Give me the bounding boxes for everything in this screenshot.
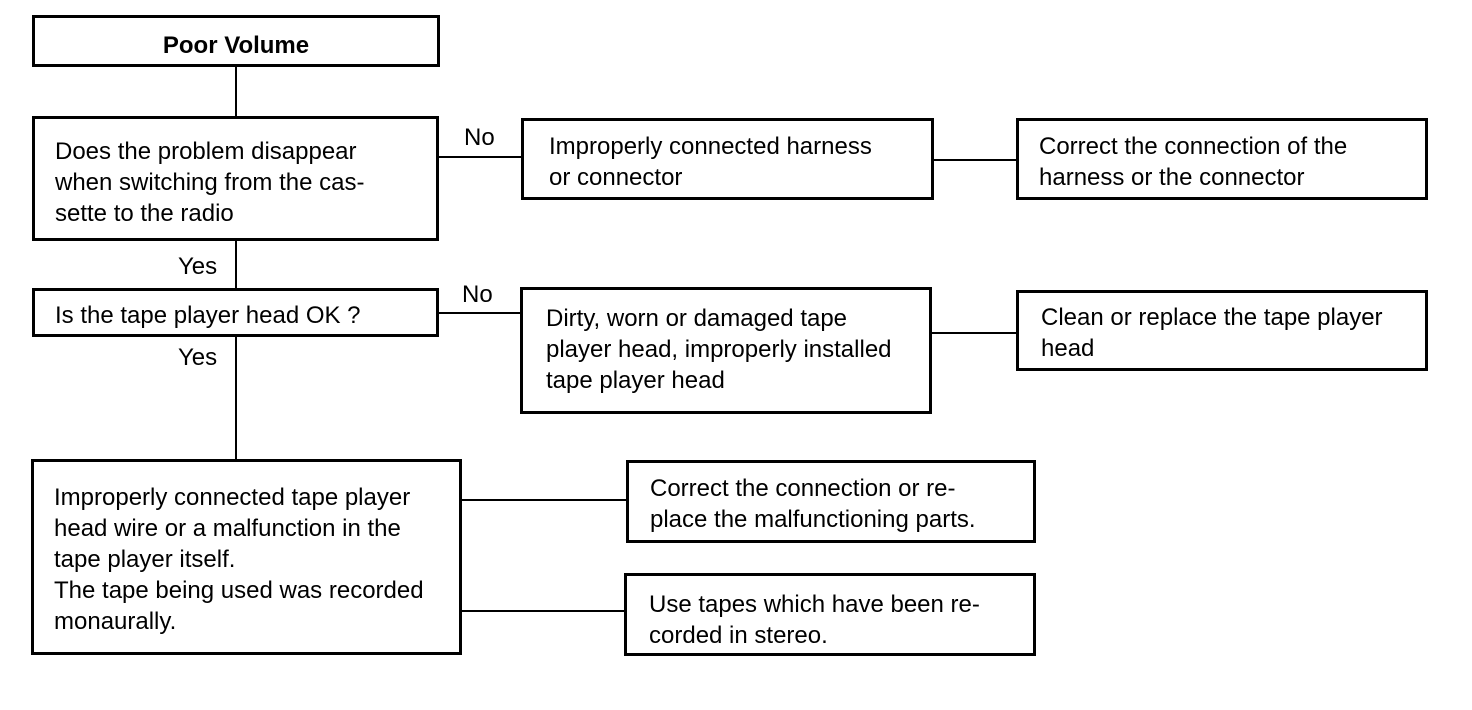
remedy-node-stereo-tapes: Use tapes which have been re- corded in … — [624, 573, 1036, 656]
cause-node-tape-head: Dirty, worn or damaged tape player head,… — [520, 287, 932, 414]
label-q2-yes: Yes — [178, 344, 218, 371]
remedy-node-correct-connection: Correct the connection or re- place the … — [626, 460, 1036, 543]
cause-node-tape-player-malfunction: Improperly connected tape player head wi… — [31, 459, 462, 655]
cause-node-harness-connector: Improperly connected harness or connecto… — [521, 118, 934, 200]
label-q1-no: No — [464, 124, 495, 151]
remedy-node-correct-harness: Correct the connection of the harness or… — [1016, 118, 1428, 200]
remedy-node-clean-tape-head: Clean or replace the tape player head — [1016, 290, 1428, 371]
start-node: Poor Volume — [32, 15, 440, 67]
decision-node-problem-disappear: Does the problem disappear when switchin… — [32, 116, 439, 241]
decision-node-tape-head-ok: Is the tape player head OK ? — [32, 288, 439, 337]
label-q2-no: No — [462, 281, 493, 308]
label-q1-yes: Yes — [178, 253, 218, 280]
